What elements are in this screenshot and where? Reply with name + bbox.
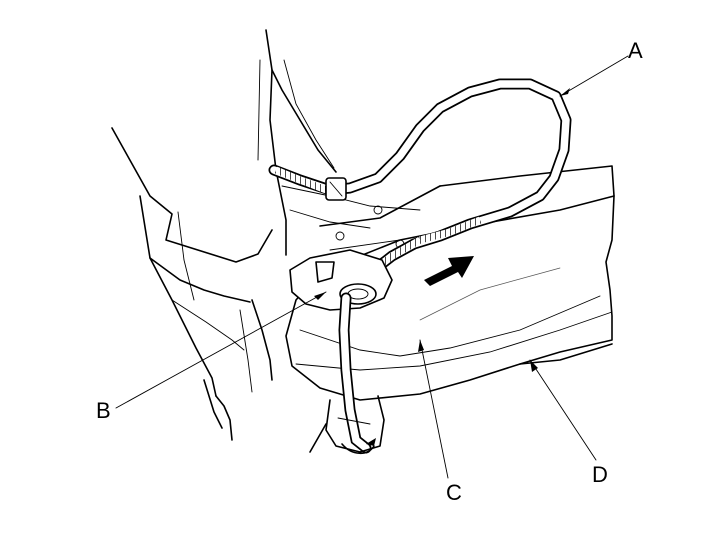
direction-arrow-icon — [424, 256, 474, 286]
callout-c-label: C — [446, 480, 462, 505]
leader-lines — [115, 55, 629, 479]
callout-d-label: D — [592, 462, 608, 487]
rotation-arrow-icon — [309, 423, 376, 455]
callout-a-label: A — [628, 38, 643, 63]
grommet-recess — [289, 249, 393, 311]
inner-panel — [281, 185, 421, 266]
harness-underside — [325, 292, 385, 454]
body-pillar — [111, 29, 337, 441]
callout-b-label: B — [96, 398, 111, 423]
trunk-floor-panel — [285, 165, 615, 401]
